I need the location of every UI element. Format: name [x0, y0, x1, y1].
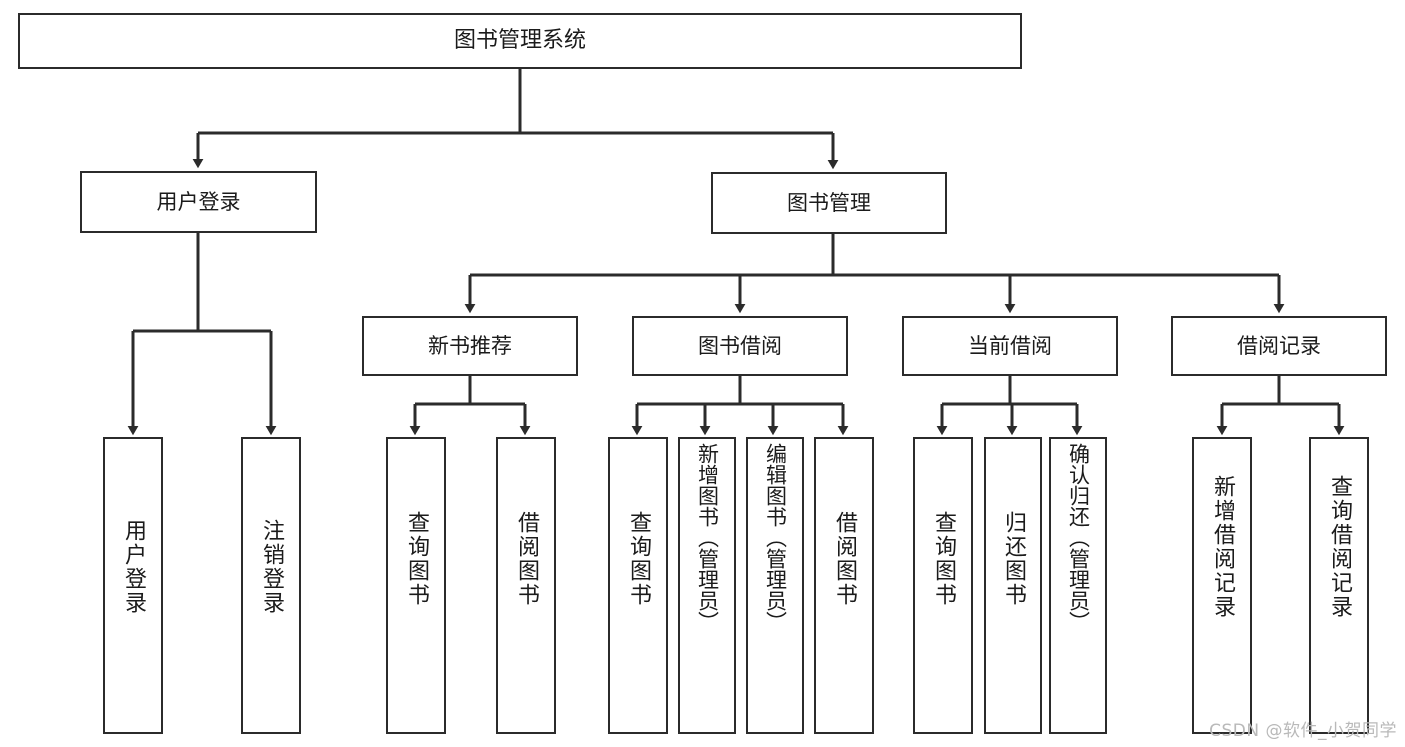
node-label: 图书管理系统	[453, 28, 586, 54]
node-leaf-query-book-2[interactable]: 查询图书	[608, 437, 668, 734]
node-root-book-management-system[interactable]: 图书管理系统	[18, 13, 1022, 69]
watermark-text: CSDN @软件_小贺同学	[1209, 721, 1397, 741]
node-label: 编辑图书（管理员）	[763, 443, 788, 632]
node-label: 用户登录	[156, 189, 241, 214]
node-label: 新增图书（管理员）	[695, 443, 720, 632]
node-leaf-logout-login[interactable]: 注销登录	[241, 437, 301, 734]
node-user-login[interactable]: 用户登录	[80, 171, 317, 233]
node-label: 确认归还（管理员）	[1066, 443, 1091, 632]
node-new-book-recommend[interactable]: 新书推荐	[362, 316, 578, 376]
node-label: 借阅图书	[514, 511, 539, 607]
node-label: 借阅图书	[832, 511, 857, 607]
node-label: 查询图书	[931, 511, 956, 607]
node-label: 当前借阅	[968, 333, 1052, 358]
node-label: 图书管理	[787, 190, 871, 215]
node-book-manage[interactable]: 图书管理	[711, 172, 947, 234]
node-label: 查询图书	[404, 511, 429, 607]
node-label: 注销登录	[259, 519, 284, 615]
node-label: 借阅记录	[1237, 333, 1321, 358]
node-leaf-add-book[interactable]: 新增图书（管理员）	[678, 437, 736, 734]
node-label: 查询图书	[626, 511, 651, 607]
node-label: 查询借阅记录	[1327, 475, 1352, 619]
node-leaf-query-book-3[interactable]: 查询图书	[913, 437, 973, 734]
node-label: 新书推荐	[428, 333, 512, 358]
node-leaf-user-login[interactable]: 用户登录	[103, 437, 163, 734]
node-leaf-confirm-return[interactable]: 确认归还（管理员）	[1049, 437, 1107, 734]
node-label: 新增借阅记录	[1210, 475, 1235, 619]
node-leaf-add-record[interactable]: 新增借阅记录	[1192, 437, 1252, 734]
node-leaf-borrow-book-1[interactable]: 借阅图书	[496, 437, 556, 734]
node-label: 图书借阅	[698, 333, 782, 358]
node-borrow-record[interactable]: 借阅记录	[1171, 316, 1387, 376]
node-leaf-query-book-1[interactable]: 查询图书	[386, 437, 446, 734]
node-leaf-return-book[interactable]: 归还图书	[984, 437, 1042, 734]
node-leaf-edit-book[interactable]: 编辑图书（管理员）	[746, 437, 804, 734]
node-leaf-borrow-book-2[interactable]: 借阅图书	[814, 437, 874, 734]
node-leaf-query-record[interactable]: 查询借阅记录	[1309, 437, 1369, 734]
node-current-borrow[interactable]: 当前借阅	[902, 316, 1118, 376]
node-label: 用户登录	[121, 519, 146, 615]
node-book-borrow[interactable]: 图书借阅	[632, 316, 848, 376]
node-label: 归还图书	[1001, 511, 1026, 607]
